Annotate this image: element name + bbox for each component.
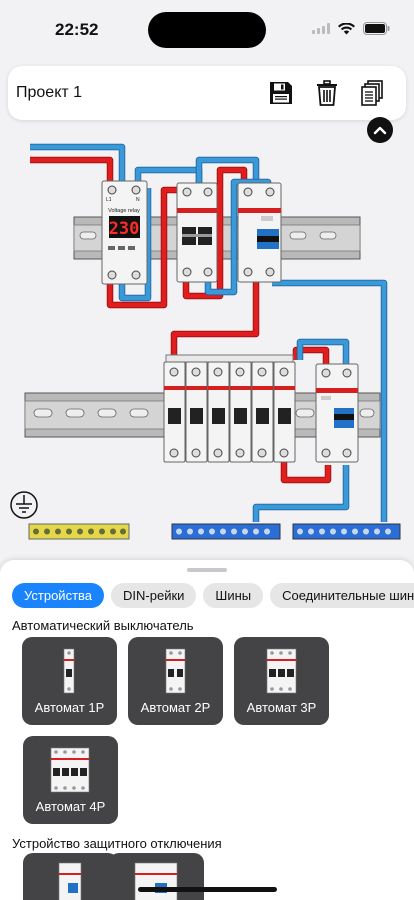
rcd-bottom[interactable] <box>315 363 359 463</box>
delete-button[interactable] <box>312 78 342 108</box>
status-time: 22:52 <box>55 20 99 39</box>
neutral-busbar-1[interactable] <box>171 523 281 540</box>
device-card-label: Автомат 4P <box>35 799 106 814</box>
project-header: Проект 1 <box>8 66 406 120</box>
breaker-2p-thumbnail <box>165 648 186 694</box>
breaker-1p-1 <box>163 361 186 463</box>
project-title: Проект 1 <box>16 84 83 101</box>
breaker-3p-thumbnail <box>266 648 297 694</box>
category-tabs: Устройства DIN-рейки Шины Соединительные… <box>12 583 414 608</box>
breakers-1p-row[interactable] <box>163 361 296 463</box>
documents-icon <box>361 80 383 106</box>
sheet-grabber[interactable] <box>187 568 227 572</box>
device-card-rcd-2p[interactable] <box>23 853 118 900</box>
comb-busbar[interactable] <box>165 354 294 363</box>
section-title-breakers: Автоматический выключатель <box>12 618 194 633</box>
breaker-4p-thumbnail <box>50 747 90 793</box>
breaker-1p-3 <box>207 361 230 463</box>
relay-label: Voltage relay <box>108 208 140 214</box>
section-title-rcd: Устройство защитного отключения <box>12 836 222 851</box>
breaker-1p-5 <box>251 361 274 463</box>
device-library-sheet: Устройства DIN-рейки Шины Соединительные… <box>0 560 414 900</box>
voltage-relay-device[interactable]: L1 N Voltage relay 230 <box>101 180 148 285</box>
trash-icon <box>317 80 337 106</box>
neutral-busbar-2[interactable] <box>292 523 401 540</box>
tab-din-rails[interactable]: DIN-рейки <box>111 583 197 608</box>
wires[interactable] <box>30 143 388 522</box>
device-card-breaker-1p[interactable]: Автомат 1P <box>22 637 117 725</box>
floppy-disk-icon <box>270 82 292 104</box>
rcd-top[interactable] <box>237 182 282 283</box>
svg-text:L1: L1 <box>106 197 112 203</box>
tab-connecting-busbars[interactable]: Соединительные шины <box>270 583 414 608</box>
status-bar: 22:52 <box>0 0 414 60</box>
tab-devices[interactable]: Устройства <box>12 583 105 608</box>
ground-busbar[interactable] <box>28 523 130 540</box>
home-indicator <box>138 887 277 892</box>
breaker-1p-2 <box>185 361 208 463</box>
device-card-breaker-3p[interactable]: Автомат 3P <box>234 637 329 725</box>
chevron-up-icon <box>373 126 387 135</box>
status-icons <box>312 22 390 35</box>
collapse-button[interactable] <box>367 117 393 143</box>
breaker-2p-top[interactable] <box>176 182 218 283</box>
device-card-rcd-4p[interactable] <box>109 853 204 900</box>
wifi-icon <box>338 22 355 34</box>
ground-icon <box>10 491 38 519</box>
dynamic-island <box>148 12 266 48</box>
device-card-label: Автомат 2P <box>140 700 211 715</box>
device-card-label: Автомат 1P <box>34 700 105 715</box>
relay-voltage-display: 230 <box>109 219 140 239</box>
rcd-2p-thumbnail <box>58 862 82 900</box>
svg-text:N: N <box>136 197 140 203</box>
battery-icon <box>363 22 390 35</box>
device-card-label: Автомат 3P <box>246 700 317 715</box>
breaker-1p-thumbnail <box>63 648 75 694</box>
save-button[interactable] <box>266 78 296 108</box>
device-card-breaker-4p[interactable]: Автомат 4P <box>23 736 118 824</box>
device-card-breaker-2p[interactable]: Автомат 2P <box>128 637 223 725</box>
rcd-4p-thumbnail <box>134 862 178 900</box>
breaker-1p-6 <box>273 361 296 463</box>
wiring-diagram-canvas[interactable]: L1 N Voltage relay 230 <box>0 135 414 555</box>
breaker-1p-4 <box>229 361 252 463</box>
copy-button[interactable] <box>357 78 387 108</box>
tab-busbars[interactable]: Шины <box>203 583 264 608</box>
signal-icon <box>312 23 330 34</box>
